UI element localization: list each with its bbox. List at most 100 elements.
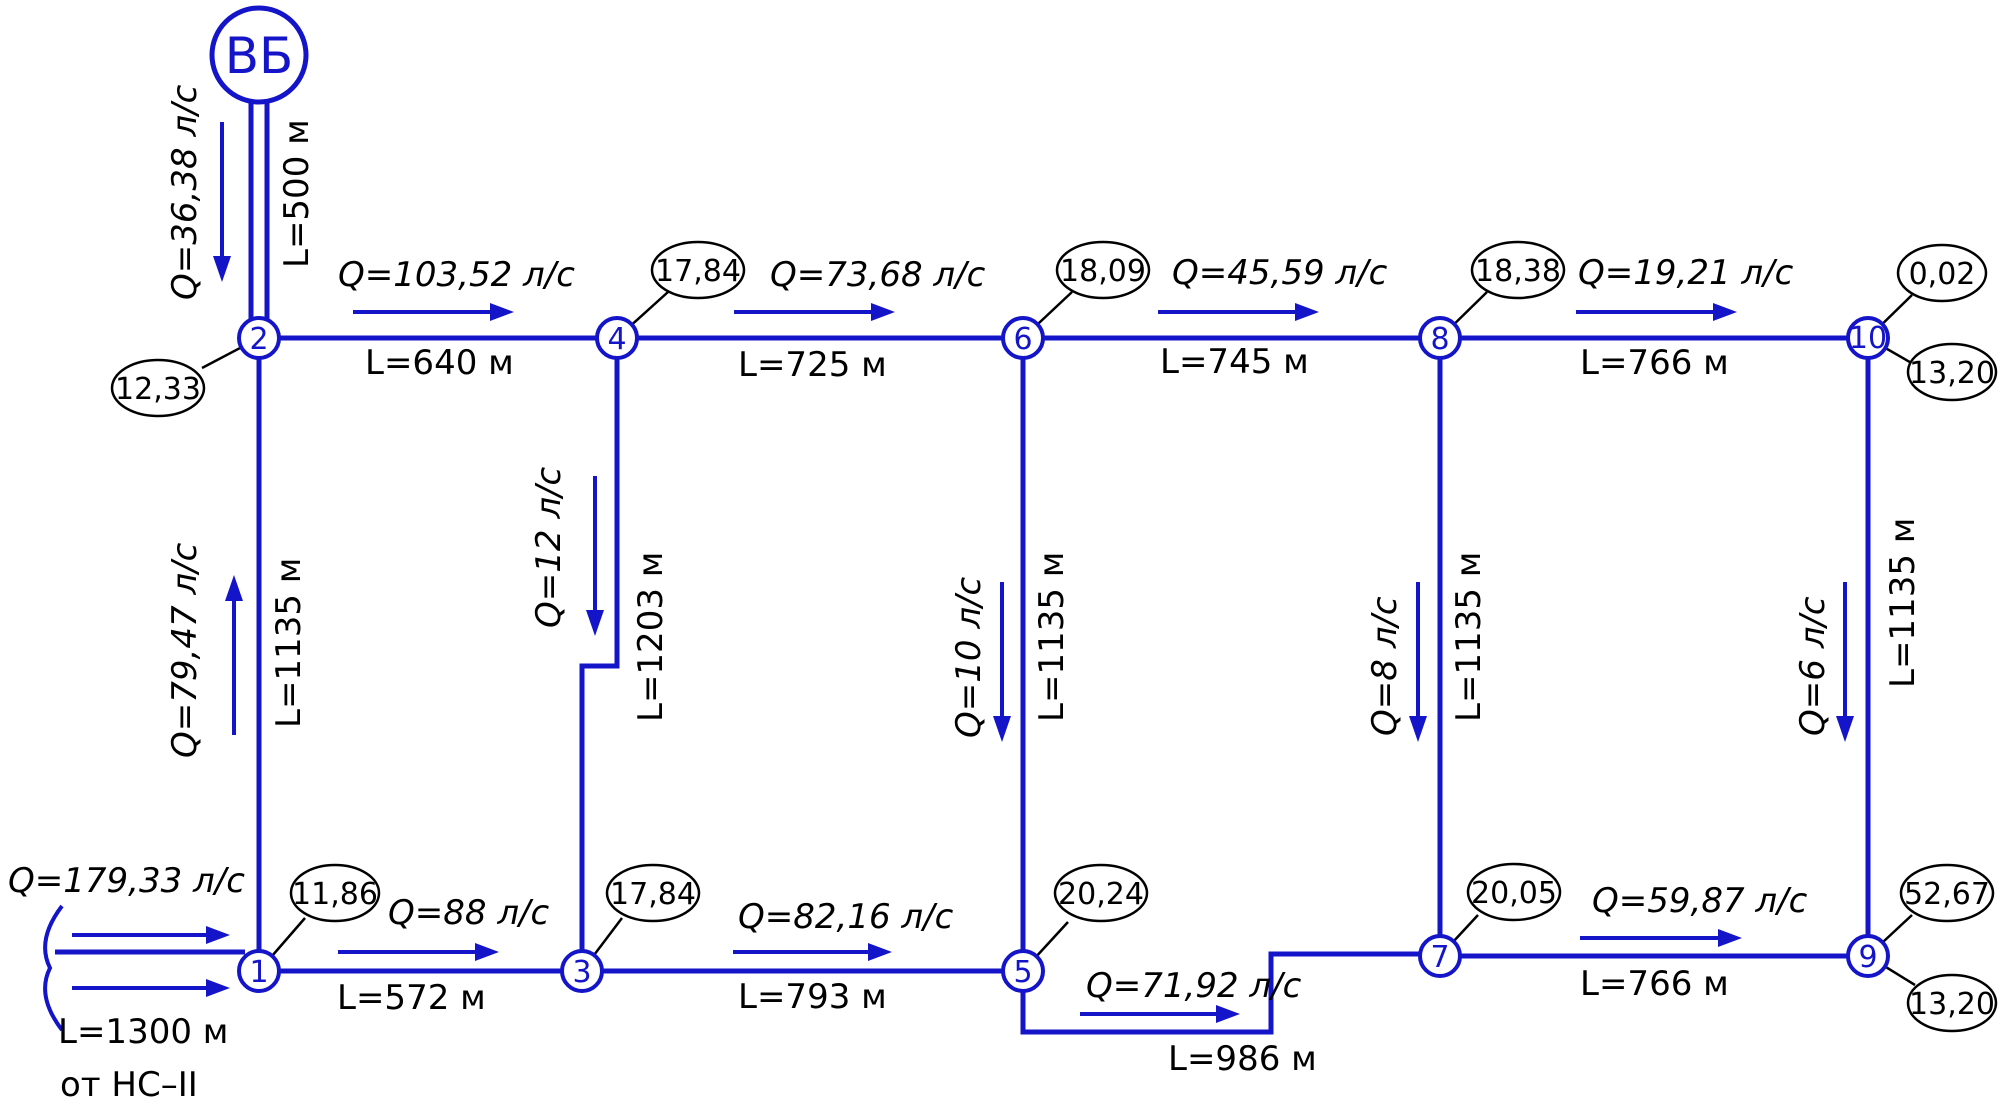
flow-label-6-8: Q=45,59 л/с — [1172, 253, 1388, 293]
flow-label-6-5: Q=10 л/с — [949, 576, 989, 738]
vertical-labels: Q=36,38 л/с L=500 м Q=79,47 л/с L=1135 м… — [165, 84, 1923, 758]
node-value-10-top: 0,02 — [1896, 243, 1988, 303]
arrow-down-icon — [1836, 716, 1854, 742]
flow-label-5-7: Q=71,92 л/с — [1086, 966, 1302, 1006]
water-tower: ВБ — [209, 5, 309, 105]
node-value-1: 11,86 — [289, 863, 381, 923]
arrow-right-icon — [1295, 303, 1319, 321]
node-7: 7 — [1418, 934, 1462, 978]
node-value-9-top: 52,67 — [1899, 863, 1995, 923]
svg-text:6: 6 — [1013, 322, 1032, 357]
svg-text:5: 5 — [1013, 955, 1032, 990]
arrow-right-icon — [206, 979, 230, 997]
flow-label-10-9: Q=6 л/с — [1793, 596, 1833, 736]
inlet-break-mark — [43, 904, 64, 1032]
svg-text:9: 9 — [1858, 940, 1877, 975]
flow-label-2-4: Q=103,52 л/с — [338, 255, 575, 295]
node-value-5: 20,24 — [1053, 863, 1149, 923]
node-10: 10 — [1846, 316, 1890, 360]
length-label-tower: L=500 м — [277, 119, 317, 268]
length-label-4-6: L=725 м — [738, 345, 887, 385]
length-label-1-2: L=1135 м — [269, 558, 309, 728]
arrow-right-icon — [868, 943, 892, 961]
node-value-10-bottom: 13,20 — [1906, 342, 1998, 402]
node-2: 2 — [237, 316, 281, 360]
node-6: 6 — [1001, 316, 1045, 360]
arrow-right-icon — [206, 926, 230, 944]
svg-text:11,86: 11,86 — [292, 877, 378, 912]
svg-text:12,33: 12,33 — [115, 372, 201, 407]
arrow-right-icon — [871, 303, 895, 321]
node-value-9-bottom: 13,20 — [1906, 973, 1998, 1033]
length-label-5-7: L=986 м — [1168, 1039, 1317, 1079]
source-label: от НС–II — [60, 1065, 198, 1105]
svg-text:13,20: 13,20 — [1909, 356, 1995, 391]
arrow-down-icon — [213, 256, 231, 282]
node-value-3: 17,84 — [605, 863, 701, 923]
arrow-right-icon — [1718, 929, 1742, 947]
flow-label-tower: Q=36,38 л/с — [165, 84, 205, 300]
pipes — [55, 100, 1871, 1035]
length-label-8-7: L=1135 м — [1449, 552, 1489, 722]
pipe-5-7 — [1020, 951, 1440, 1035]
svg-text:2: 2 — [249, 322, 268, 357]
length-label-4-3: L=1203 м — [631, 552, 671, 722]
horizontal-labels: Q=179,33 л/с L=1300 м от НС–II Q=103,52 … — [8, 253, 1808, 1105]
node-value-2: 12,33 — [110, 358, 206, 418]
arrow-right-icon — [1713, 303, 1737, 321]
svg-text:4: 4 — [607, 322, 626, 357]
svg-text:18,09: 18,09 — [1060, 254, 1146, 289]
node-5: 5 — [1001, 949, 1045, 993]
svg-text:17,84: 17,84 — [655, 254, 741, 289]
node-value-4: 17,84 — [650, 240, 746, 300]
svg-text:17,84: 17,84 — [610, 877, 696, 912]
nodes: 1 2 3 4 5 6 7 8 — [237, 316, 1890, 993]
arrow-up-icon — [225, 575, 243, 601]
flow-label-1-3: Q=88 л/с — [388, 893, 550, 933]
node-1: 1 — [237, 949, 281, 993]
length-label-1-3: L=572 м — [337, 978, 486, 1018]
length-label-3-5: L=793 м — [738, 977, 887, 1017]
length-label-2-4: L=640 м — [365, 343, 514, 383]
svg-text:10: 10 — [1849, 321, 1887, 356]
node-value-6: 18,09 — [1055, 240, 1151, 300]
node-value-7: 20,05 — [1466, 862, 1562, 922]
flow-label-8-7: Q=8 л/с — [1365, 596, 1405, 736]
arrow-right-icon — [490, 303, 514, 321]
arrow-right-icon — [475, 943, 499, 961]
flow-label-8-10: Q=19,21 л/с — [1578, 253, 1794, 293]
length-label-7-9: L=766 м — [1580, 964, 1729, 1004]
svg-text:20,05: 20,05 — [1471, 876, 1557, 911]
arrow-down-icon — [993, 716, 1011, 742]
length-label-8-10: L=766 м — [1580, 343, 1729, 383]
length-label-6-5: L=1135 м — [1032, 552, 1072, 722]
flow-label-4-3: Q=12 л/с — [529, 466, 569, 628]
inlet-flow-label: Q=179,33 л/с — [8, 861, 245, 901]
inlet-length-label: L=1300 м — [58, 1012, 228, 1052]
pipe-4-3 — [579, 338, 620, 971]
node-8: 8 — [1418, 316, 1462, 360]
svg-text:8: 8 — [1430, 322, 1449, 357]
node-9: 9 — [1846, 934, 1890, 978]
flow-label-1-2: Q=79,47 л/с — [165, 542, 205, 758]
svg-text:18,38: 18,38 — [1475, 254, 1561, 289]
node-values: 12,33 17,84 18,09 18,38 0,02 13,20 11,86 — [110, 240, 1998, 1033]
flow-arrows — [213, 122, 1854, 1023]
inlet-arrows — [43, 904, 230, 1032]
node-3: 3 — [560, 949, 604, 993]
length-label-6-8: L=745 м — [1160, 342, 1309, 382]
svg-text:3: 3 — [572, 955, 591, 990]
node-4: 4 — [595, 316, 639, 360]
arrow-down-icon — [586, 610, 604, 636]
tower-label: ВБ — [225, 27, 294, 85]
flow-label-3-5: Q=82,16 л/с — [738, 897, 954, 937]
svg-text:52,67: 52,67 — [1904, 877, 1990, 912]
flow-label-4-6: Q=73,68 л/с — [770, 255, 986, 295]
length-label-10-9: L=1135 м — [1883, 518, 1923, 688]
arrow-right-icon — [1216, 1005, 1240, 1023]
svg-text:1: 1 — [249, 955, 268, 990]
svg-text:20,24: 20,24 — [1058, 877, 1144, 912]
arrow-down-icon — [1409, 716, 1427, 742]
flow-label-7-9: Q=59,87 л/с — [1592, 881, 1808, 921]
